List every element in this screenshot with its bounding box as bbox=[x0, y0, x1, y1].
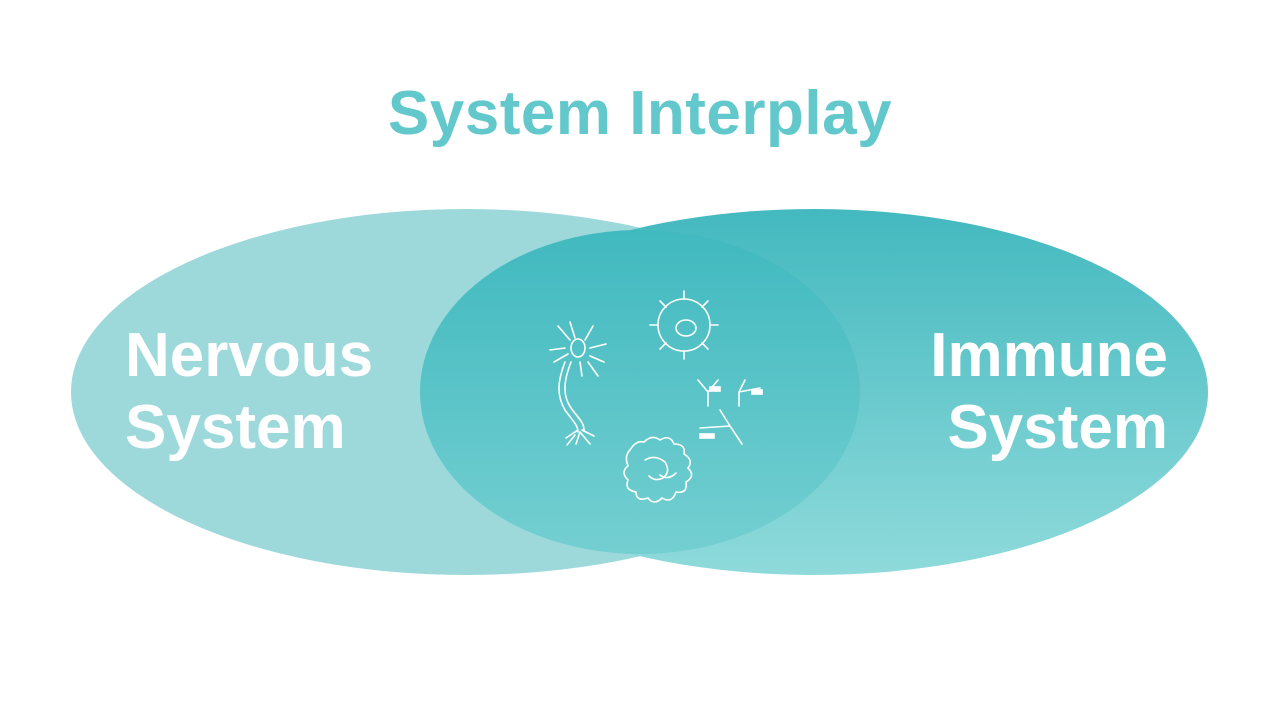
immune-cell-icon bbox=[649, 290, 719, 360]
page-title: System Interplay bbox=[387, 79, 893, 148]
antibodies-icon bbox=[697, 379, 763, 445]
overlap-region bbox=[420, 230, 860, 554]
neuron-icon bbox=[549, 321, 607, 446]
nervous-label-line2: System bbox=[125, 393, 346, 462]
immune-label-line2: System bbox=[947, 393, 1168, 462]
immune-system-label: Immune System bbox=[930, 320, 1168, 464]
nervous-system-label: Nervous System bbox=[125, 320, 373, 464]
immune-label-line1: Immune bbox=[930, 321, 1168, 390]
macrophage-icon bbox=[623, 436, 693, 503]
nervous-label-line1: Nervous bbox=[125, 321, 374, 390]
